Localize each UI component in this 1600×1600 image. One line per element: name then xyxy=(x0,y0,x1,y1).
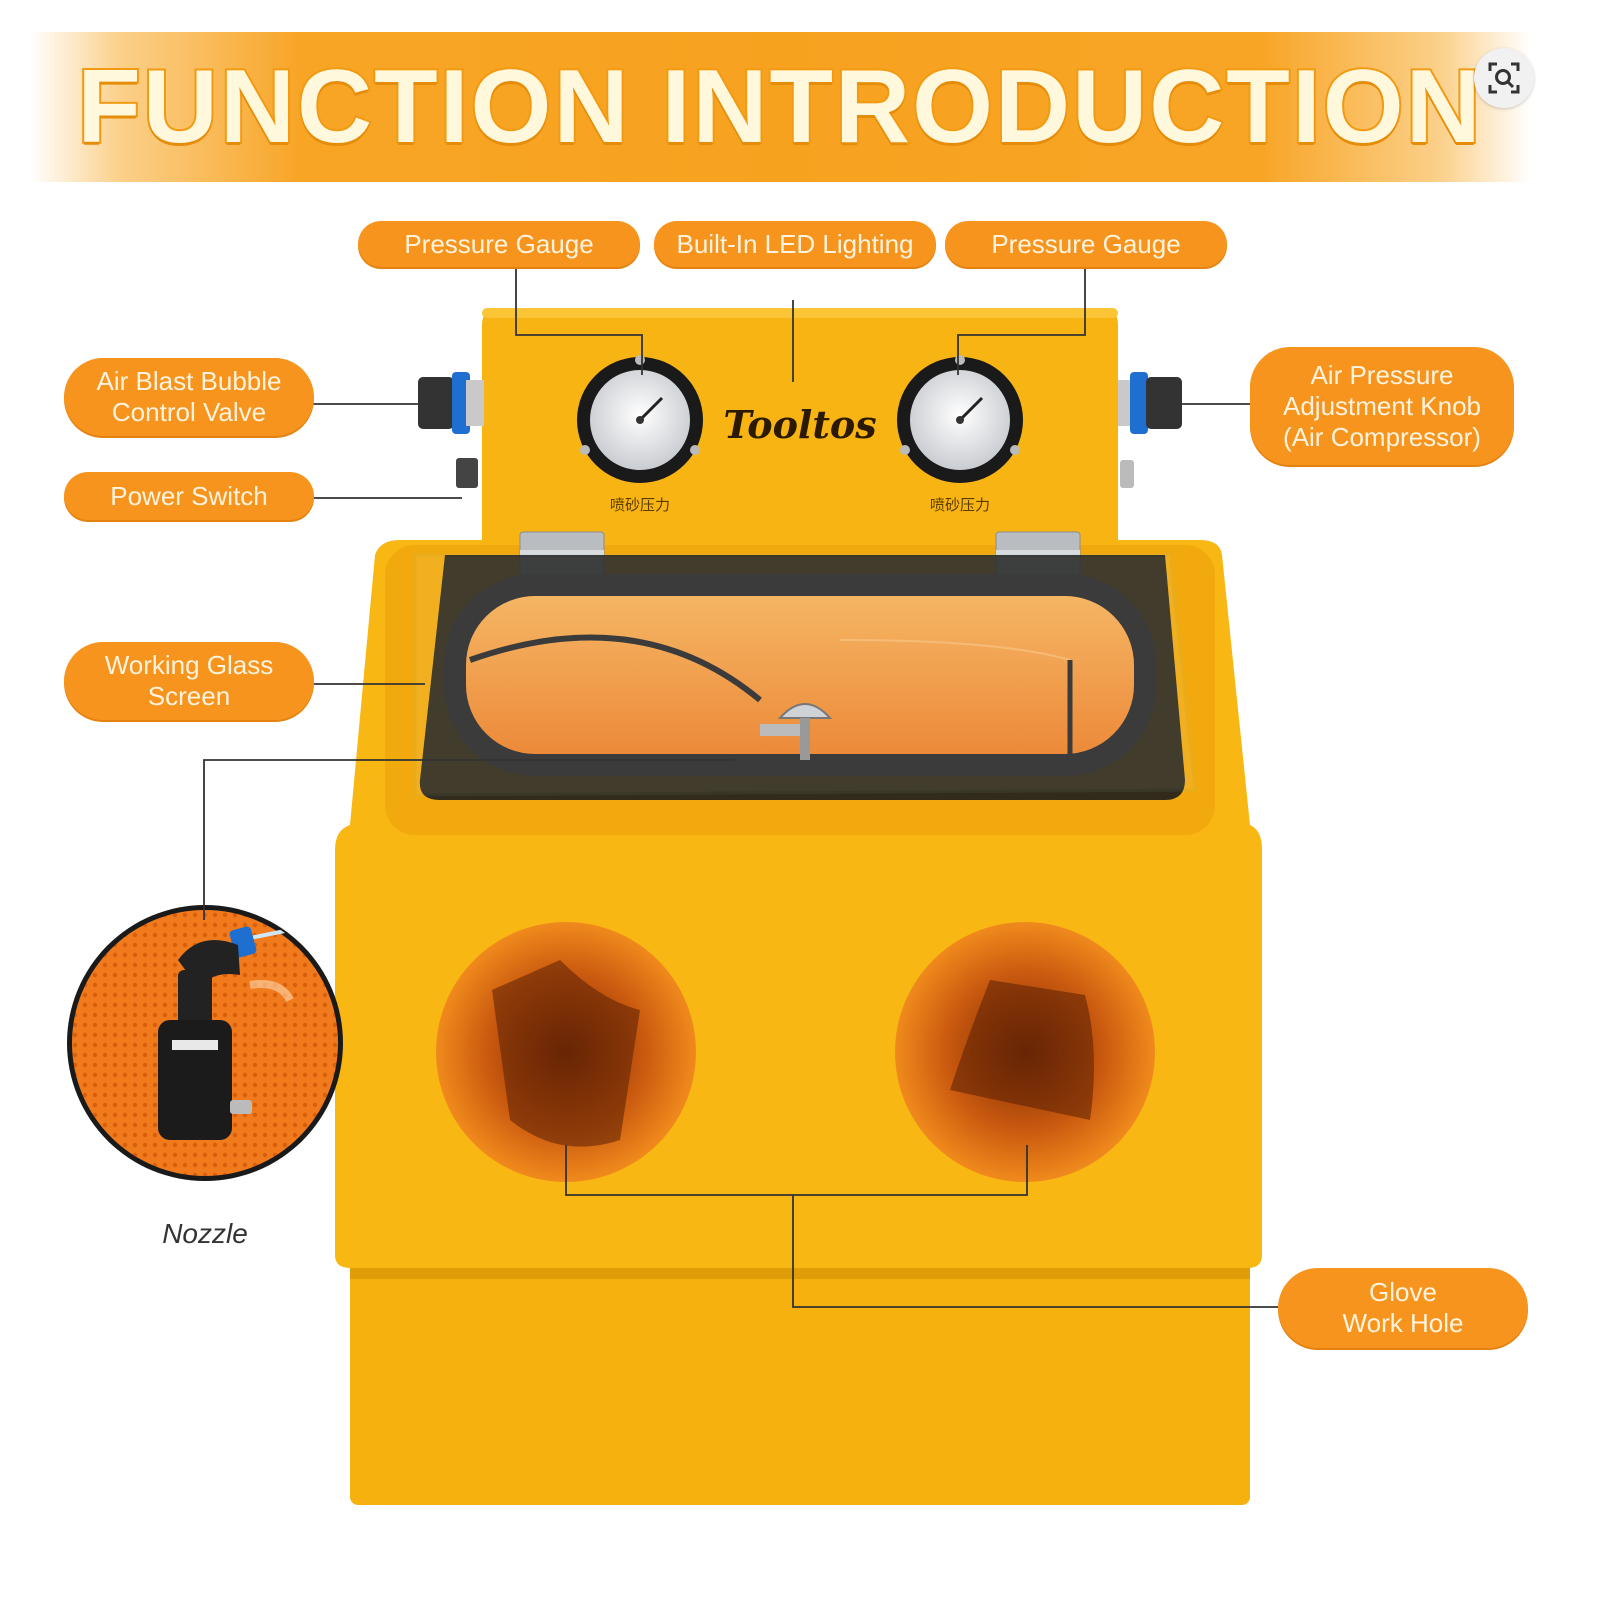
label-led-lighting: Built-In LED Lighting xyxy=(654,221,936,267)
label-power-switch: Power Switch xyxy=(64,472,314,520)
label-air-pressure-knob: Air Pressure Adjustment Knob (Air Compre… xyxy=(1250,347,1514,465)
title-banner xyxy=(30,32,1530,182)
image-search-button[interactable] xyxy=(1474,48,1534,108)
nozzle-detail-image xyxy=(67,905,343,1181)
brand-logo: Tooltos xyxy=(723,402,876,447)
air-pressure-knob xyxy=(1146,377,1182,429)
leader-lines xyxy=(203,265,1278,1308)
label-glove-hole: Glove Work Hole xyxy=(1278,1268,1528,1348)
working-glass-screen xyxy=(444,574,1156,776)
label-nozzle: Nozzle xyxy=(162,1218,248,1249)
label-working-glass: Working Glass Screen xyxy=(64,642,314,720)
label-pressure-gauge-left: Pressure Gauge xyxy=(358,221,640,267)
page-title: FUNCTION INTRODUCTION xyxy=(75,47,1483,167)
gauge-caption-left: 喷砂压力 xyxy=(610,496,670,514)
pressure-gauge-right xyxy=(897,355,1023,483)
label-air-blast-valve: Air Blast Bubble Control Valve xyxy=(64,358,314,436)
power-switch xyxy=(456,458,478,488)
cabinet-base xyxy=(350,1265,1250,1505)
air-blast-valve-knob xyxy=(418,377,454,429)
label-pressure-gauge-right: Pressure Gauge xyxy=(945,221,1227,267)
image-search-icon xyxy=(1488,62,1520,94)
pressure-gauge-left xyxy=(577,355,703,483)
gauge-caption-right: 喷砂压力 xyxy=(930,496,990,514)
inner-nozzle xyxy=(777,703,833,719)
